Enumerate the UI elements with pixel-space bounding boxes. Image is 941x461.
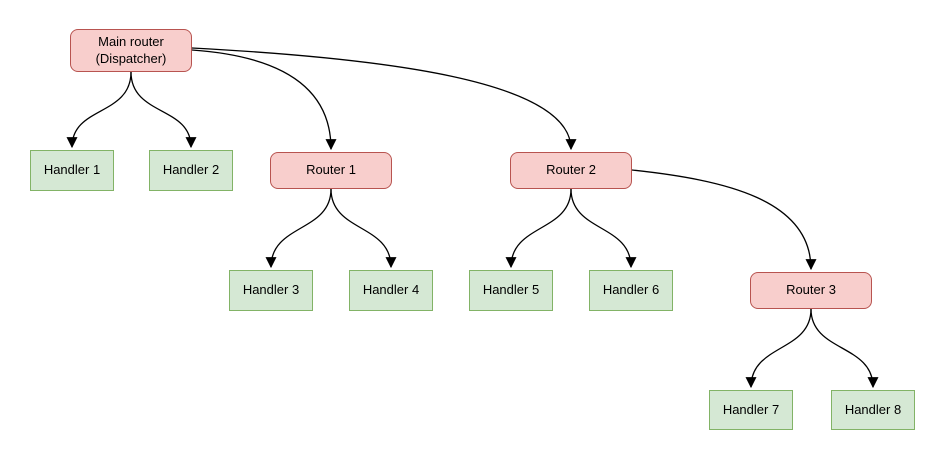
node-label-router-3: Router 3 [786, 282, 836, 298]
edge-router2-to-router3 [631, 169, 817, 271]
node-router-2: Router 2 [510, 152, 632, 189]
node-main-router: Main router (Dispatcher) [70, 29, 192, 72]
node-handler-6: Handler 6 [589, 270, 673, 311]
node-label-handler-3: Handler 3 [242, 282, 300, 298]
node-handler-8: Handler 8 [831, 390, 915, 430]
node-router-1: Router 1 [270, 152, 392, 189]
node-handler-1: Handler 1 [30, 150, 114, 191]
node-label-handler-4: Handler 4 [362, 282, 420, 298]
node-label-main-router: Main router (Dispatcher) [95, 34, 167, 66]
node-router-3: Router 3 [750, 272, 872, 309]
edge-main-to-router1 [191, 49, 337, 151]
edge-main-to-handler2 [130, 71, 197, 149]
edge-router1-to-handler4 [330, 188, 397, 269]
node-label-handler-5: Handler 5 [482, 282, 540, 298]
node-label-router-2: Router 2 [546, 162, 596, 178]
edge-router2-to-handler6 [570, 188, 637, 269]
node-label-handler-8: Handler 8 [844, 401, 902, 417]
node-handler-7: Handler 7 [709, 390, 793, 430]
node-label-handler-7: Handler 7 [722, 401, 780, 417]
node-label-handler-2: Handler 2 [162, 162, 220, 178]
node-handler-4: Handler 4 [349, 270, 433, 311]
node-label-handler-1: Handler 1 [43, 162, 101, 178]
edge-router3-to-handler8 [810, 308, 879, 389]
edge-main-to-handler1 [66, 71, 132, 149]
node-label-handler-6: Handler 6 [602, 282, 660, 298]
node-handler-5: Handler 5 [469, 270, 553, 311]
edge-router2-to-handler5 [505, 188, 572, 269]
node-label-router-1: Router 1 [306, 162, 356, 178]
node-handler-2: Handler 2 [149, 150, 233, 191]
edge-main-to-router2 [191, 47, 577, 151]
node-handler-3: Handler 3 [229, 270, 313, 311]
edge-router1-to-handler3 [265, 188, 332, 269]
edge-router3-to-handler7 [745, 308, 812, 389]
